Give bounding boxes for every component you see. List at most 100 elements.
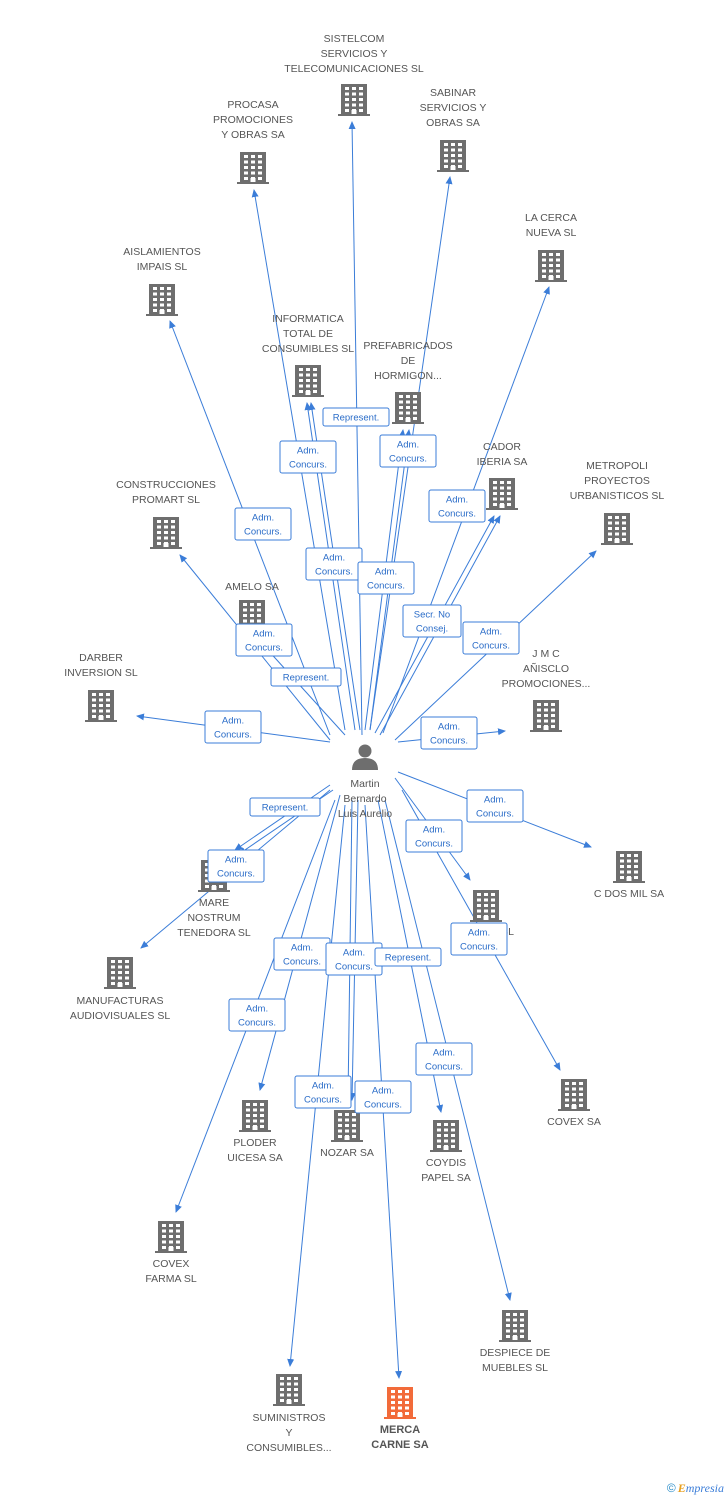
role-label: Concurs. — [238, 1018, 276, 1029]
company-label[interactable]: PROMOCIONES — [213, 114, 293, 126]
company-label[interactable]: CONSUMIBLES... — [246, 1442, 331, 1454]
company-node-darber[interactable]: DARBER INVERSION SL — [64, 652, 138, 722]
brand-name: mpresia — [685, 1481, 724, 1495]
person-name[interactable]: Bernardo — [343, 793, 386, 805]
company-label[interactable]: CADOR — [483, 441, 521, 453]
company-label[interactable]: DE — [401, 355, 416, 367]
company-label[interactable]: PROYECTOS — [584, 475, 650, 487]
role-label: Concurs. — [217, 869, 255, 880]
company-node-informatica[interactable]: INFORMATICA TOTAL DE CONSUMIBLES SL — [262, 313, 354, 397]
company-label[interactable]: HORMIGON... — [374, 370, 442, 382]
role-label: Concurs. — [425, 1062, 463, 1073]
company-label[interactable]: MERCA — [380, 1424, 420, 1436]
building-icon — [437, 140, 469, 172]
company-label[interactable]: PAPEL SA — [421, 1172, 471, 1184]
company-label[interactable]: TENEDORA SL — [177, 927, 251, 939]
company-node-covex[interactable]: COVEX SA — [547, 1079, 601, 1128]
company-label[interactable]: SERVICIOS Y — [420, 102, 487, 114]
company-node-ploder[interactable]: PLODER UICESA SA — [227, 1100, 283, 1164]
company-label[interactable]: SERVICIOS Y — [321, 48, 388, 60]
company-label[interactable]: UICESA SA — [227, 1152, 282, 1164]
company-label[interactable]: METROPOLI — [586, 460, 648, 472]
company-node-procasa[interactable]: PROCASA PROMOCIONES Y OBRAS SA — [213, 99, 293, 184]
company-label[interactable]: LA CERCA — [525, 212, 577, 224]
role-badge-box — [420, 716, 478, 750]
company-label[interactable]: J M C — [532, 648, 560, 660]
company-node-la-cerca[interactable]: LA CERCA NUEVA SL — [525, 212, 577, 282]
company-node-prefabricados[interactable]: PREFABRICADOS DE HORMIGON... — [363, 340, 453, 424]
company-label[interactable]: PROMOCIONES... — [502, 678, 591, 690]
role-label: Adm. — [343, 948, 365, 959]
company-label[interactable]: NOSTRUM — [187, 912, 240, 924]
company-label[interactable]: CARNE SA — [371, 1439, 429, 1451]
company-label[interactable]: MARE — [199, 897, 229, 909]
role-badge: Adm.Concurs. — [207, 849, 265, 883]
role-label: Adm. — [397, 440, 419, 451]
company-node-metropoli[interactable]: METROPOLI PROYECTOS URBANISTICOS SL — [570, 460, 665, 545]
role-badge: Adm.Concurs. — [357, 561, 415, 595]
company-label[interactable]: INFORMATICA — [272, 313, 344, 325]
role-badge: Adm.Concurs. — [228, 998, 286, 1032]
company-node-sistelcom[interactable]: SISTELCOM SERVICIOS Y TELECOMUNICACIONES S… — [284, 33, 424, 116]
company-label[interactable]: NOZAR SA — [320, 1147, 374, 1159]
company-label[interactable]: FARMA SL — [145, 1273, 197, 1285]
company-label[interactable]: PROMART SL — [132, 494, 200, 506]
company-node-merca-carne[interactable]: MERCA CARNE SA — [371, 1387, 429, 1451]
company-label[interactable]: PROCASA — [227, 99, 278, 111]
company-label[interactable]: Y OBRAS SA — [221, 129, 284, 141]
company-label[interactable]: PREFABRICADOS — [363, 340, 452, 352]
company-label[interactable]: CONSUMIBLES SL — [262, 343, 354, 355]
company-label[interactable]: SABINAR — [430, 87, 477, 99]
company-node-jmc[interactable]: J M C AÑISCLO PROMOCIONES... — [502, 648, 591, 732]
company-label[interactable]: PLODER — [233, 1137, 277, 1149]
company-label[interactable]: URBANISTICOS SL — [570, 490, 665, 502]
company-node-despiece[interactable]: DESPIECE DE MUEBLES SL — [480, 1310, 551, 1374]
company-label[interactable]: COVEX — [153, 1258, 190, 1270]
company-label[interactable]: MUEBLES SL — [482, 1362, 548, 1374]
company-label[interactable]: SUMINISTROS — [253, 1412, 326, 1424]
role-badge-box — [357, 561, 415, 595]
role-label: Represent. — [333, 413, 379, 424]
company-label[interactable]: DARBER — [79, 652, 123, 664]
company-label[interactable]: SISTELCOM — [324, 33, 385, 45]
company-node-nozar[interactable]: NOZAR SA — [320, 1110, 374, 1159]
role-badge: Adm.Concurs. — [462, 621, 520, 655]
company-label[interactable]: CONSTRUCCIONES — [116, 479, 216, 491]
company-node-manufacturas[interactable]: MANUFACTURAS AUDIOVISUALES SL — [70, 957, 171, 1022]
company-label[interactable]: TELECOMUNICACIONES SL — [284, 63, 424, 75]
company-label[interactable]: OBRAS SA — [426, 117, 480, 129]
company-label[interactable]: AUDIOVISUALES SL — [70, 1010, 171, 1022]
role-badge-box — [234, 507, 292, 541]
role-label: Represent. — [262, 803, 308, 814]
person-name[interactable]: Martin — [350, 778, 379, 790]
company-label[interactable]: IBERIA SA — [477, 456, 528, 468]
company-label[interactable]: C DOS MIL SA — [594, 888, 664, 900]
building-icon — [613, 851, 645, 883]
company-node-construcciones[interactable]: CONSTRUCCIONES PROMART SL — [116, 479, 216, 549]
company-node-coydis[interactable]: COYDIS PAPEL SA — [421, 1120, 471, 1184]
company-node-aislamientos[interactable]: AISLAMIENTOS IMPAIS SL — [123, 246, 201, 316]
company-label[interactable]: MANUFACTURAS — [77, 995, 164, 1007]
company-label[interactable]: DESPIECE DE — [480, 1347, 551, 1359]
person-name[interactable]: Luis Aurelio — [338, 808, 392, 820]
company-node-suministros[interactable]: SUMINISTROS Y CONSUMIBLES... — [246, 1374, 332, 1454]
company-label[interactable]: COYDIS — [426, 1157, 466, 1169]
role-badge-box — [228, 998, 286, 1032]
role-badge-box — [270, 667, 342, 687]
company-label[interactable]: TOTAL DE — [283, 328, 333, 340]
company-node-cdos[interactable]: C DOS MIL SA — [594, 851, 664, 900]
company-label[interactable]: AISLAMIENTOS — [123, 246, 200, 258]
role-label: Concurs. — [335, 962, 373, 973]
company-label[interactable]: COVEX SA — [547, 1116, 601, 1128]
company-label[interactable]: NUEVA SL — [526, 227, 577, 239]
company-label[interactable]: AMELO SA — [225, 581, 279, 593]
company-node-cador[interactable]: CADOR IBERIA SA — [477, 441, 528, 510]
company-node-sabinar[interactable]: SABINAR SERVICIOS Y OBRAS SA — [420, 87, 487, 172]
company-label[interactable]: AÑISCLO — [523, 662, 569, 675]
company-node-covex-farma[interactable]: COVEX FARMA SL — [145, 1221, 197, 1285]
company-label[interactable]: INVERSION SL — [64, 667, 138, 679]
company-label[interactable]: IMPAIS SL — [137, 261, 188, 273]
company-label[interactable]: Y — [285, 1427, 292, 1439]
building-icon — [558, 1079, 590, 1111]
